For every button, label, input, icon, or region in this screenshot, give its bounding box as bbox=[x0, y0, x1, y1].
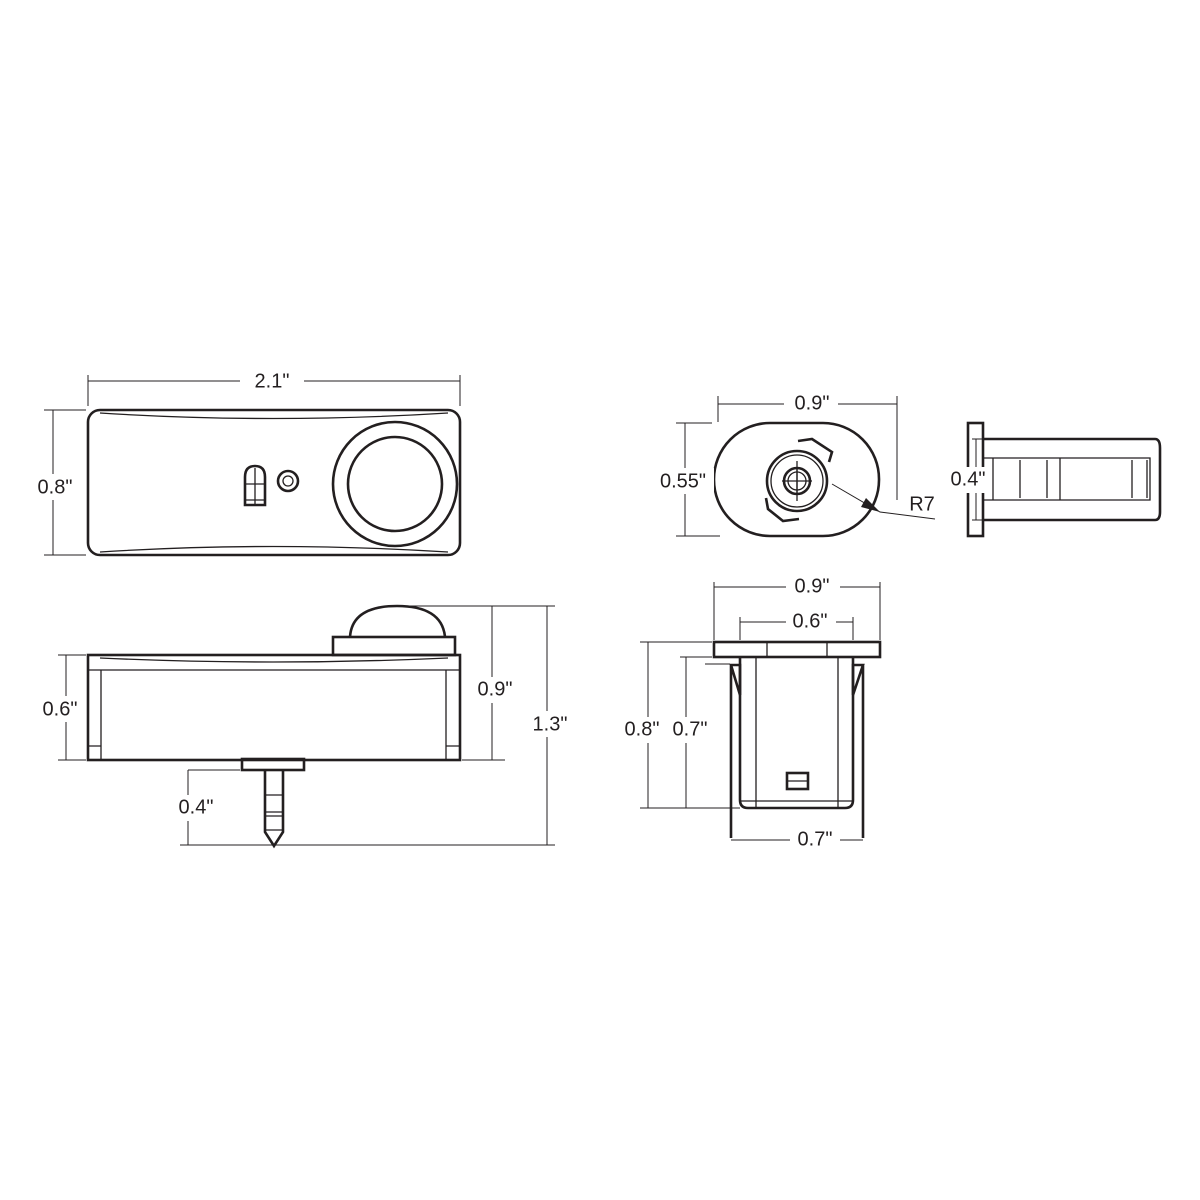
side-height-label: 0.6" bbox=[43, 698, 78, 720]
bracket-total-height-label: 0.8" bbox=[625, 718, 660, 740]
indicator-led-icon bbox=[276, 469, 300, 493]
sensor-ring bbox=[331, 420, 459, 548]
end-side-height-label: 0.4" bbox=[951, 468, 986, 490]
dome-height-label: 0.9" bbox=[478, 678, 513, 700]
side-view-body bbox=[86, 653, 462, 762]
radius-label: R7 bbox=[909, 493, 935, 515]
end-view: 0.9" 0.55" R7 bbox=[654, 391, 936, 538]
dome-base bbox=[331, 635, 457, 657]
end-width-label: 0.9" bbox=[795, 392, 830, 414]
door-icon bbox=[243, 464, 267, 507]
bracket-bottom-width-label: 0.7" bbox=[798, 828, 833, 850]
inner-width-label: 0.6" bbox=[793, 610, 828, 632]
bracket-body-height-label: 0.7" bbox=[673, 718, 708, 740]
end-side-view: 0.4" bbox=[946, 421, 1162, 538]
end-height-label: 0.55" bbox=[660, 470, 706, 492]
audio-plug bbox=[240, 757, 306, 849]
top-view-body bbox=[86, 408, 462, 557]
side-view: 0.6" 0.9" 1.3" 0.4" bbox=[36, 604, 573, 849]
top-view: 2.1" 0.8" bbox=[30, 368, 462, 557]
flange-width-label: 0.9" bbox=[795, 575, 830, 597]
sensor-dome bbox=[348, 604, 447, 638]
total-height-label: 1.3" bbox=[533, 713, 568, 735]
sensor-lens bbox=[346, 435, 444, 533]
plug-length-label: 0.4" bbox=[179, 796, 214, 818]
mount-collar bbox=[765, 449, 829, 513]
top-height-label: 0.8" bbox=[38, 476, 73, 498]
top-width-label: 2.1" bbox=[255, 370, 290, 392]
bracket-flange bbox=[712, 640, 882, 659]
bracket-view: 0.9" 0.6" 0.8" 0.7" 0.7" bbox=[620, 574, 882, 853]
